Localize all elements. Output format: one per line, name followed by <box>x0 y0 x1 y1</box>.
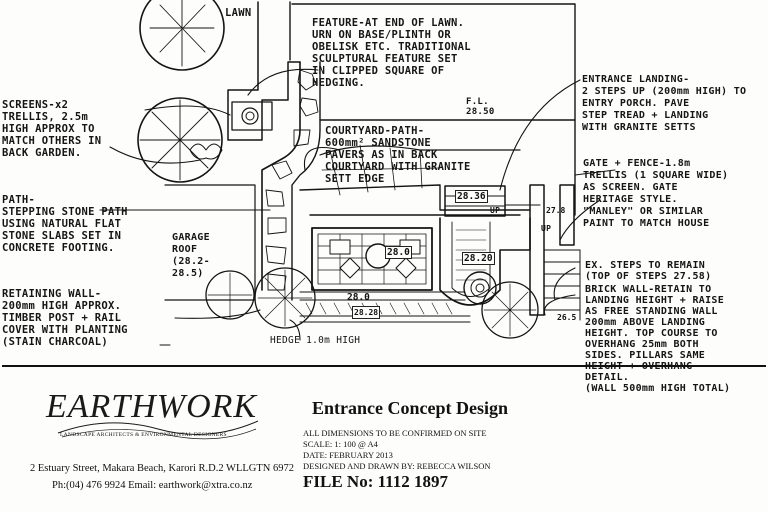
company-address: 2 Estuary Street, Makara Beach, Karori R… <box>30 463 294 474</box>
annotation-up-porch: UP <box>490 206 501 215</box>
level-landing: 28.20 <box>462 252 495 265</box>
tree-left <box>137 97 223 183</box>
stepping-stones <box>265 69 319 291</box>
note-dimensions: ALL DIMENSIONS TO BE CONFIRMED ON SITE <box>303 428 487 438</box>
annotation-brick-wall: BRICK WALL-RETAIN TO LANDING HEIGHT + RA… <box>585 284 731 394</box>
annotation-hedge: HEDGE 1.0m HIGH <box>270 335 361 346</box>
annotation-up-steps: UP <box>541 224 552 233</box>
hedge-shrubs <box>205 267 539 339</box>
annotation-garage-roof: GARAGE ROOF (28.2- 28.5) <box>172 232 210 279</box>
tree-top <box>139 0 225 71</box>
level-step-top: 27.8 <box>546 206 566 215</box>
company-tagline: LANDSCAPE ARCHITECTS & ENVIRONMENTAL DES… <box>60 432 227 438</box>
company-name: EARTHWORK <box>46 388 258 425</box>
annotation-path: PATH- STEPPING STONE PATH USING NATURAL … <box>2 194 128 254</box>
feature-level-label: F.L. 28.50 <box>466 97 495 117</box>
note-scale: SCALE: 1: 100 @ A4 <box>303 439 378 449</box>
file-number: FILE No: 1112 1897 <box>303 472 448 491</box>
annotation-gate-fence: GATE + FENCE-1.8m TRELLIS (1 SQUARE WIDE… <box>583 158 729 229</box>
sandstone-pavers <box>321 144 441 196</box>
note-designer: DESIGNED AND DRAWN BY: REBECCA WILSON <box>303 461 491 471</box>
earthwork-logo-icon <box>57 420 259 440</box>
note-date: DATE: FEBRUARY 2013 <box>303 450 393 460</box>
annotation-lawn: LAWN <box>225 7 252 19</box>
annotation-feature: FEATURE-AT END OF LAWN. URN ON BASE/PLIN… <box>312 17 471 89</box>
annotation-entrance-landing: ENTRANCE LANDING- 2 STEPS UP (200mm HIGH… <box>582 74 747 133</box>
annotation-existing-steps: EX. STEPS TO REMAIN (TOP OF STEPS 27.58) <box>585 260 712 282</box>
level-courtyard: 28.0 <box>385 246 412 259</box>
company-contact: Ph:(04) 476 9924 Email: earthwork@xtra.c… <box>52 480 253 491</box>
annotation-retaining-wall: RETAINING WALL- 200mm HIGH APPROX. TIMBE… <box>2 288 128 348</box>
annotation-screens: SCREENS-x2 TRELLIS, 2.5m HIGH APPROX TO … <box>2 99 102 159</box>
drawing-title: Entrance Concept Design <box>312 398 508 418</box>
level-wall: 28.28 <box>352 306 381 319</box>
level-porch: 28.36 <box>455 190 488 203</box>
title-block <box>2 365 766 512</box>
annotation-courtyard-path: COURTYARD-PATH- 600mm² SANDSTONE PAVERS … <box>325 125 471 185</box>
level-step-bottom: 26.5 <box>557 313 577 322</box>
level-courtyard-south: 28.0 <box>347 292 370 303</box>
